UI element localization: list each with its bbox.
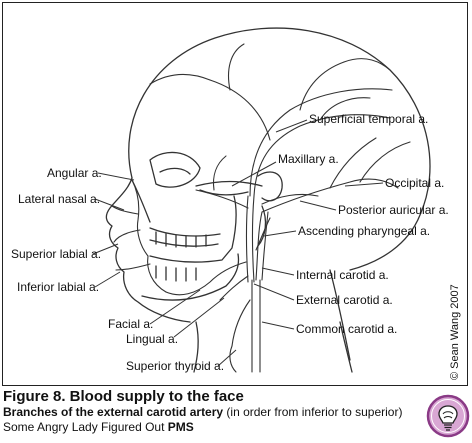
face-profile bbox=[105, 177, 191, 323]
copyright-credit: © Sean Wang 2007 bbox=[449, 284, 461, 380]
zygomatic-arch bbox=[195, 180, 263, 187]
label-occipital: Occipital a. bbox=[385, 176, 445, 190]
skull-outline bbox=[128, 27, 431, 271]
label-posterior-auricular: Posterior auricular a. bbox=[338, 203, 449, 217]
figure-caption: Figure 8. Blood supply to the face Branc… bbox=[3, 388, 423, 435]
label-angular: Angular a. bbox=[47, 166, 102, 180]
label-lateral-nasal: Lateral nasal a. bbox=[18, 192, 101, 206]
brain-lightbulb-icon bbox=[426, 394, 470, 438]
label-maxillary: Maxillary a. bbox=[278, 152, 339, 166]
mnemonic-bold: PMS bbox=[167, 420, 194, 434]
leader-lines bbox=[92, 119, 384, 367]
label-superior-thyroid: Superior thyroid a. bbox=[126, 359, 225, 373]
label-external-carotid: External carotid a. bbox=[296, 293, 393, 307]
maxilla bbox=[149, 227, 221, 237]
label-inferior-labial: Inferior labial a. bbox=[17, 280, 100, 294]
caption-subtitle-rest: (in order from inferior to superior) bbox=[223, 405, 403, 419]
label-facial: Facial a. bbox=[108, 317, 154, 331]
caption-subtitle: Branches of the external carotid artery … bbox=[3, 405, 423, 420]
caption-mnemonic: Some Angry Lady Figured Out PMS bbox=[3, 420, 423, 435]
figure-frame bbox=[2, 2, 468, 386]
neck-back bbox=[329, 269, 351, 361]
label-ascending-pharyngeal: Ascending pharyngeal a. bbox=[298, 224, 431, 238]
neck-front bbox=[193, 321, 199, 373]
mandible bbox=[149, 195, 237, 263]
label-internal-carotid: Internal carotid a. bbox=[296, 268, 389, 282]
label-common-carotid: Common carotid a. bbox=[296, 322, 398, 336]
orbit bbox=[149, 151, 201, 188]
label-superficial-temporal: Superficial temporal a. bbox=[309, 112, 429, 126]
label-lingual: Lingual a. bbox=[126, 332, 179, 346]
caption-title: Figure 8. Blood supply to the face bbox=[3, 388, 244, 405]
caption-subtitle-bold: Branches of the external carotid artery bbox=[3, 405, 224, 419]
label-superior-labial: Superior labial a. bbox=[11, 247, 102, 261]
mnemonic-prefix: Some Angry Lady Figured Out bbox=[3, 420, 168, 434]
